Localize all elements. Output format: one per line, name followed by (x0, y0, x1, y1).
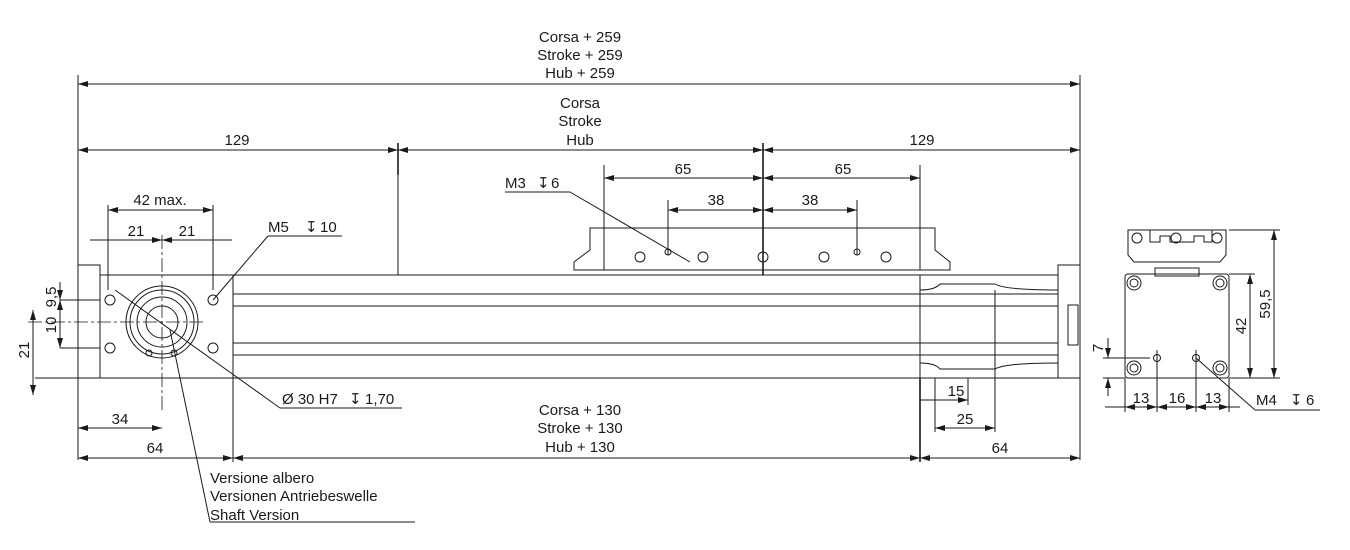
bottom-label-de: Hub + 130 (545, 439, 615, 456)
end-left-label: 129 (224, 132, 249, 149)
depth-icon: ↧ (305, 219, 318, 236)
carriage-outer-right: 65 (835, 161, 852, 178)
flange-v2: 10 (43, 317, 60, 334)
stroke-label-en: Stroke (558, 113, 601, 130)
shaft-flange: 42 max. 21 21 M5 ↧ 10 9,5 10 21 Ø 30 H7 … (16, 192, 402, 462)
side-height-42: 42 (1233, 318, 1250, 335)
side-width-13-left: 13 (1133, 390, 1150, 407)
side-thread: M4 (1256, 392, 1277, 409)
shaft-version-note: Versione albero Versionen Antriebeswelle… (169, 329, 415, 524)
carriage-inner-right: 38 (802, 192, 819, 209)
shaft-note-de: Versionen Antriebeswelle (210, 488, 378, 505)
side-thread-depth: 6 (1306, 392, 1314, 409)
side-view: 59,5 42 7 13 16 13 M4 ↧ 6 (1090, 229, 1320, 412)
flange-half-left: 21 (128, 223, 145, 240)
bottom-end-right: 64 (992, 440, 1009, 457)
depth-icon: ↧ (349, 391, 362, 408)
flange-v3: 21 (16, 342, 33, 359)
flange-offset: 34 (112, 411, 129, 428)
flange-v1: 9,5 (43, 287, 60, 308)
flange-half-right: 21 (179, 223, 196, 240)
side-width-13-right: 13 (1205, 390, 1222, 407)
carriage-depth: 6 (551, 175, 559, 192)
overall-label-de: Hub + 259 (545, 65, 615, 82)
dim-15: 15 (948, 383, 965, 400)
flange-thread: M5 (268, 219, 289, 236)
flange-thread-depth: 10 (320, 219, 337, 236)
depth-icon: ↧ (537, 175, 550, 192)
bottom-label-en: Stroke + 130 (537, 420, 622, 437)
bore-depth: 1,70 (365, 391, 394, 408)
side-width-16: 16 (1169, 390, 1186, 407)
depth-icon: ↧ (1290, 392, 1303, 409)
stroke-dimension: Corsa Stroke Hub 129 129 (78, 95, 1080, 275)
bottom-dimensions: Corsa + 130 Stroke + 130 Hub + 130 64 15… (233, 290, 1080, 462)
end-right-label: 129 (909, 132, 934, 149)
overall-label-it: Corsa + 259 (539, 29, 621, 46)
overall-length-dimension: Corsa + 259 Stroke + 259 Hub + 259 (77, 29, 1081, 460)
flange-width: 42 max. (133, 192, 186, 209)
dim-25: 25 (957, 411, 974, 428)
carriage-inner-left: 38 (708, 192, 725, 209)
stroke-label-de: Hub (566, 132, 594, 149)
flange-end: 64 (147, 440, 164, 457)
overall-label-en: Stroke + 259 (537, 47, 622, 64)
carriage-outer-left: 65 (675, 161, 692, 178)
shaft-note-en: Shaft Version (210, 507, 299, 524)
side-vertical-7: 7 (1090, 344, 1107, 352)
bottom-label-it: Corsa + 130 (539, 402, 621, 419)
bore-diameter: Ø 30 H7 (282, 391, 338, 408)
shaft-note-it: Versione albero (210, 470, 314, 487)
side-height-59-5: 59,5 (1257, 289, 1274, 318)
carriage-thread: M3 (505, 175, 526, 192)
carriage: 65 65 38 38 M3 ↧ 6 (505, 161, 951, 271)
stroke-label-it: Corsa (560, 95, 601, 112)
